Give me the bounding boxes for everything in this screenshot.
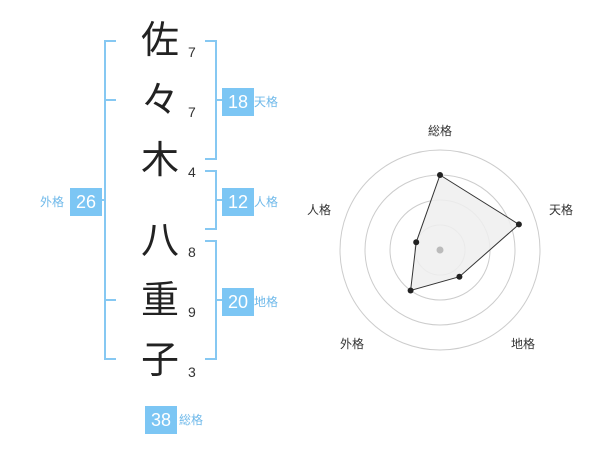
gaikaku-label: 外格 <box>40 195 65 209</box>
name-char-3: 木 <box>140 138 179 182</box>
gaikaku-value: 26 <box>70 188 102 216</box>
radar-label-soukaku: 総格 <box>428 124 453 138</box>
stroke-count-5: 9 <box>188 304 196 320</box>
chikaku-label: 地格 <box>254 295 279 309</box>
stroke-count-6: 3 <box>188 364 196 380</box>
name-char-1: 佐 <box>140 18 179 62</box>
stroke-count-1: 7 <box>188 44 196 60</box>
chikaku-value: 20 <box>222 288 254 316</box>
radar-point-soukaku <box>437 172 443 178</box>
radar-point-chikaku <box>456 273 463 280</box>
radar-label-gaikaku: 外格 <box>340 337 365 351</box>
name-char-6: 子 <box>140 338 179 382</box>
name-char-5: 重 <box>140 278 179 322</box>
stroke-count-4: 8 <box>188 244 196 260</box>
radar-center-dot <box>436 246 444 254</box>
stroke-count-2: 7 <box>188 104 196 120</box>
radar-point-tenkaku <box>515 221 522 228</box>
radar-label-tenkaku: 天格 <box>549 203 574 217</box>
radar-ring-4 <box>339 149 541 351</box>
stroke-count-3: 4 <box>188 164 196 180</box>
radar-label-chikaku: 地格 <box>511 337 536 351</box>
tenkaku-label: 天格 <box>254 95 279 109</box>
radar-point-gaikaku <box>407 287 414 294</box>
soukaku-value: 38 <box>145 406 177 434</box>
radar-polygon <box>410 174 520 292</box>
jinkaku-value: 12 <box>222 188 254 216</box>
tenkaku-value: 18 <box>222 88 254 116</box>
name-char-2: 々 <box>140 78 179 122</box>
name-char-4: 八 <box>140 218 179 262</box>
radar-point-jinkaku <box>413 239 420 246</box>
soukaku-label: 総格 <box>179 413 204 427</box>
radar-label-jinkaku: 人格 <box>307 203 332 217</box>
jinkaku-label: 人格 <box>254 195 279 209</box>
